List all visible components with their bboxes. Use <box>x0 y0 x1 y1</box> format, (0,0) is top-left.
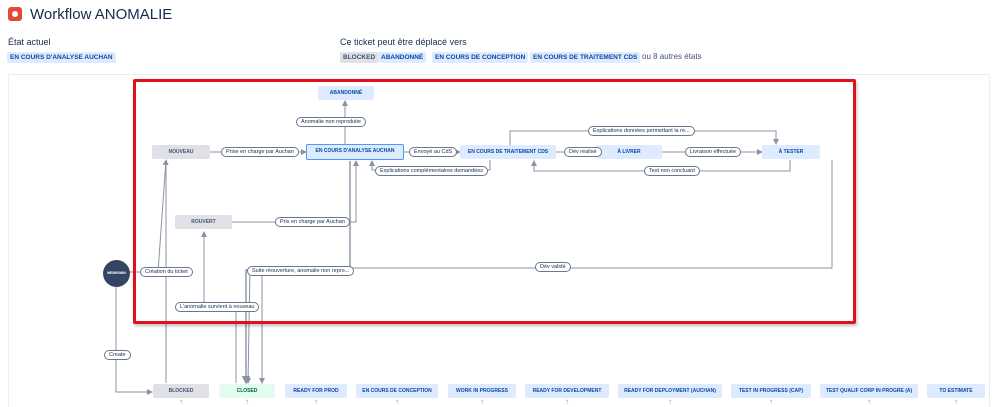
arrow-up-icon: ↑ <box>668 397 672 406</box>
page-header: Workflow ANOMALIE <box>8 4 172 24</box>
status-ready-for-prod[interactable]: READY FOR PROD <box>285 384 347 398</box>
transition-dev-realise[interactable]: Dév réalisé <box>564 147 602 157</box>
status-abandonne[interactable]: ABANDONNÉ <box>318 86 374 100</box>
arrow-up-icon: ↑ <box>954 397 958 406</box>
arrow-up-icon: ↑ <box>565 397 569 406</box>
arrow-up-icon: ↑ <box>395 397 399 406</box>
workflow-diagram-canvas[interactable] <box>8 74 990 407</box>
workflow-logo-icon <box>8 7 22 21</box>
status-ready-for-deployment[interactable]: READY FOR DEPLOYMENT (AUCHAN) <box>618 384 722 398</box>
transitions-label: Ce ticket peut être déplacé vers <box>340 37 467 47</box>
transition-anomalie-non-reproduite[interactable]: Anomalie non reproduite <box>296 117 366 127</box>
transition-traitement-cds[interactable]: EN COURS DE TRAITEMENT CDS <box>530 52 641 63</box>
transition-explications-complementaires[interactable]: Explications complémentaires demandées <box>375 166 489 176</box>
status-blocked[interactable]: BLOCKED <box>153 384 209 398</box>
transition-conception[interactable]: EN COURS DE CONCEPTION <box>432 52 529 63</box>
transition-prise-en-charge[interactable]: Prise en charge par Auchan <box>221 147 299 157</box>
transition-explications-donnees[interactable]: Explications données permettant la re... <box>588 126 695 136</box>
transition-create[interactable]: Create <box>104 350 131 360</box>
transition-abandonne[interactable]: ABANDONNÉ <box>378 52 427 63</box>
transition-dev-valide[interactable]: Dév validé <box>535 262 571 272</box>
transition-envoye-cds[interactable]: Envoyé au CdS <box>409 147 458 157</box>
current-state-label: État actuel <box>8 37 51 47</box>
status-conception[interactable]: EN COURS DE CONCEPTION <box>356 384 438 398</box>
more-states-link[interactable]: ou 8 autres états <box>642 52 702 61</box>
status-ready-for-development[interactable]: READY FOR DEVELOPMENT <box>525 384 609 398</box>
transition-blocked[interactable]: BLOCKED <box>340 52 379 63</box>
transition-livraison-effectuee[interactable]: Livraison effectuée <box>685 147 742 157</box>
status-analyse-auchan[interactable]: EN COURS D'ANALYSE AUCHAN <box>306 144 404 160</box>
arrow-up-icon: ↑ <box>179 397 183 406</box>
status-test-qualif-corp[interactable]: TEST QUALIF CORP IN PROGRE (A) <box>820 384 918 398</box>
status-closed[interactable]: CLOSED <box>219 384 275 398</box>
start-node[interactable]: ΜΕΙΜΕΙΜΙΝ <box>103 260 130 287</box>
arrow-up-icon: ↑ <box>867 397 871 406</box>
transition-test-non-concluant[interactable]: Test non concluant <box>644 166 700 176</box>
transition-anomalie-survient[interactable]: L'anomalie survient à nouveau <box>175 302 260 312</box>
arrow-up-icon: ↑ <box>245 397 249 406</box>
arrow-up-icon: ↑ <box>769 397 773 406</box>
status-a-livrer[interactable]: À LIVRER <box>596 145 662 159</box>
status-a-tester[interactable]: À TESTER <box>762 145 820 159</box>
status-traitement-cds[interactable]: EN COURS DE TRAITEMENT CDS <box>460 145 556 159</box>
status-work-in-progress[interactable]: WORK IN PROGRESS <box>448 384 516 398</box>
arrow-up-icon: ↑ <box>314 397 318 406</box>
transition-creation-ticket[interactable]: Création du ticket <box>140 267 193 277</box>
status-rouvert[interactable]: ROUVERT <box>175 215 232 229</box>
arrow-up-icon: ↑ <box>480 397 484 406</box>
status-nouveau[interactable]: NOUVEAU <box>152 145 210 159</box>
page-title: Workflow ANOMALIE <box>30 5 173 23</box>
transition-pris-en-charge[interactable]: Pris en charge par Auchan <box>275 217 350 227</box>
transition-suite-reouverture[interactable]: Suite réouverture, anomalie non repro... <box>247 266 355 276</box>
status-test-in-progress-cap[interactable]: TEST IN PROGRESS (CAP) <box>731 384 811 398</box>
current-state-lozenge: EN COURS D'ANALYSE AUCHAN <box>7 52 116 63</box>
status-to-estimate[interactable]: TO ESTIMATE <box>927 384 985 398</box>
